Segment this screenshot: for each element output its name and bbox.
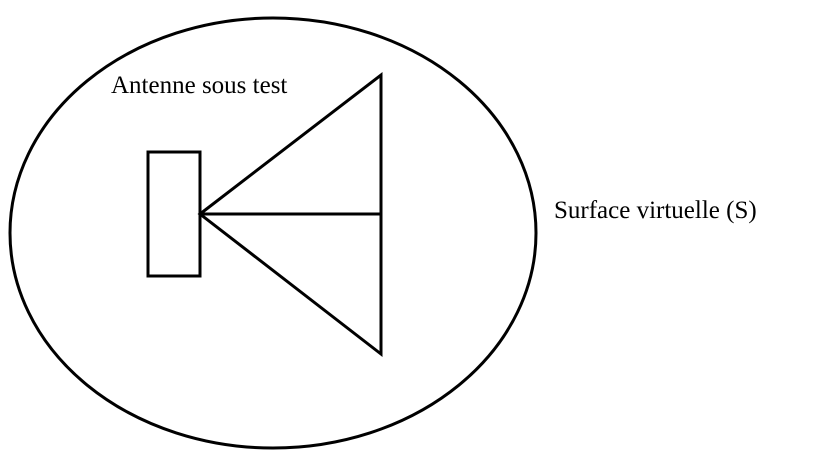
antenna-feed-rectangle [146, 150, 202, 278]
virtual-surface-ellipse [8, 16, 538, 450]
antenna-under-test-label: Antenne sous test [111, 72, 287, 99]
virtual-surface-label: Surface virtuelle (S) [554, 197, 757, 224]
